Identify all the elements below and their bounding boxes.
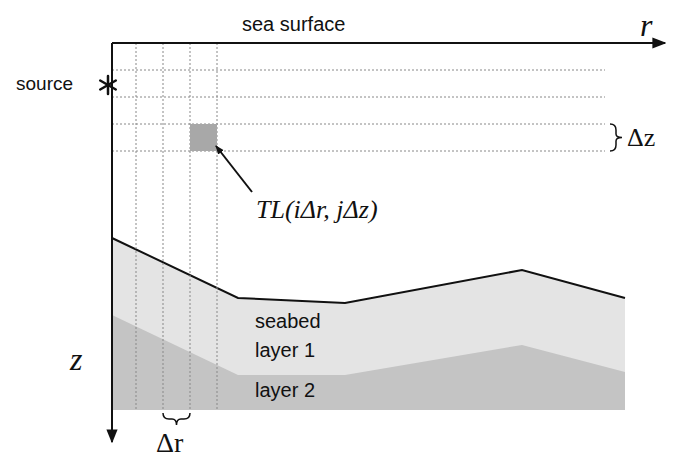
leader-arrow	[216, 146, 252, 192]
axis-label: z	[70, 342, 82, 377]
surface-label: sea surface	[242, 13, 345, 35]
dimension-label: Δz	[627, 124, 655, 153]
source-label: source	[16, 74, 73, 95]
source-symbol	[100, 76, 116, 94]
cell-label: TL(iΔr, jΔz)	[256, 196, 378, 225]
layer-label: layer 2	[255, 379, 315, 401]
dz-brace	[610, 124, 622, 151]
range-axis	[112, 42, 665, 44]
axis-label: r	[640, 8, 652, 43]
dimension-label: Δr	[156, 428, 183, 459]
seabed-label: seabed	[255, 310, 321, 332]
depth-axis	[111, 43, 113, 442]
grid-lines	[112, 43, 605, 410]
layer-1-region	[112, 238, 625, 410]
seabed-line	[112, 238, 625, 303]
dr-brace	[163, 413, 190, 425]
layer-label: layer 1	[255, 339, 315, 361]
layer-2-region	[112, 315, 625, 410]
grid-cell	[190, 124, 217, 151]
